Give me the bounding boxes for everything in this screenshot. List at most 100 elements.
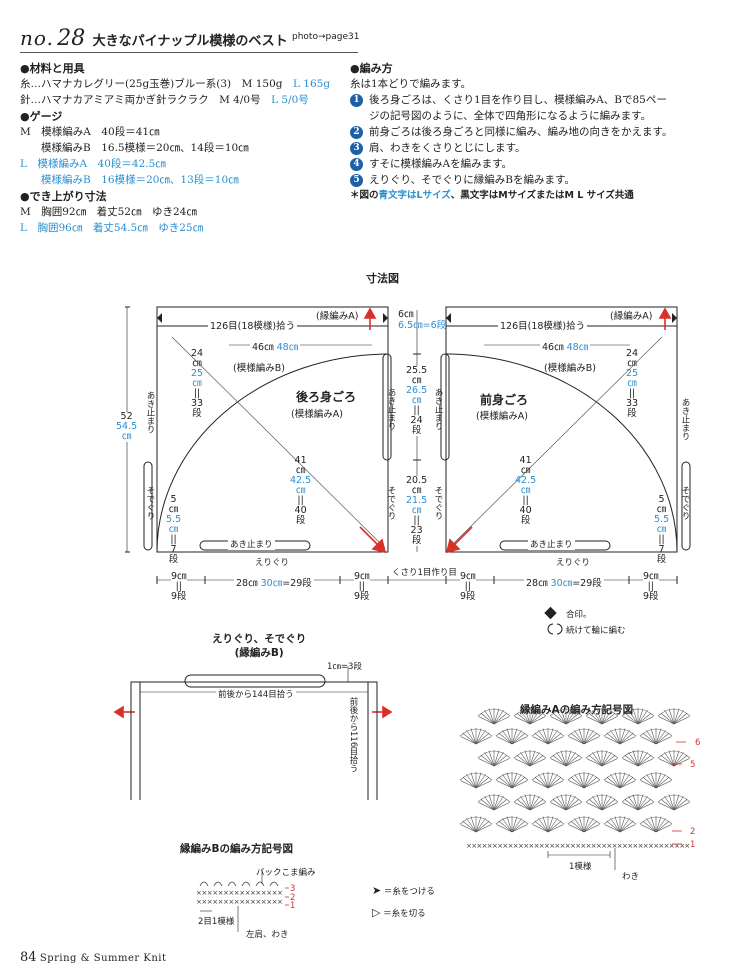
- needle-line: 針…ハマナカアミアミ両かぎ針ラクラク M 4/0号 L 5/0号: [20, 92, 330, 108]
- collar-title-2: (縁編みB): [234, 647, 284, 659]
- fan-shell: [459, 772, 493, 789]
- dim-part: ||: [170, 534, 177, 545]
- back-width: 46㎝ 48㎝: [250, 339, 301, 353]
- dim-part: 21.5: [406, 495, 428, 506]
- front-ake-left: あき止まり: [433, 388, 443, 431]
- dim-part: 24: [191, 348, 204, 359]
- back-top-count: 126目(18模様)拾う: [208, 318, 298, 332]
- chain-x: ×: [554, 842, 560, 850]
- front-eriguri: えりぐり: [556, 558, 591, 568]
- chain-x: ×: [664, 842, 670, 850]
- page-header: no. 28 大きなパイナップル模様のベスト: [20, 26, 350, 51]
- chain-x: ×: [482, 842, 488, 850]
- dim-part: 40: [294, 505, 307, 516]
- dim-part: 26.5: [406, 385, 428, 396]
- dim-part: 7: [170, 544, 177, 555]
- chain-x: ×: [648, 842, 654, 850]
- sc-x: ×: [245, 889, 251, 897]
- dim-part: 5.5: [166, 514, 182, 525]
- fan-shell: [495, 728, 529, 745]
- chain-x: ×: [643, 842, 649, 850]
- sc-x: ×: [272, 898, 278, 906]
- dim-part: ㎝: [656, 504, 667, 515]
- sc-x: ×: [272, 889, 278, 897]
- note-suffix: 、黒文字はMサイズまたはM L サイズ共通: [450, 190, 634, 201]
- dim-eq: ||: [464, 581, 471, 592]
- kusari-label: くさり1目作り目: [392, 568, 457, 578]
- sc-x: ×: [250, 898, 256, 906]
- fan-shell: [639, 816, 673, 833]
- collar-title: えりぐり、そでぐり (縁編みB): [212, 632, 306, 660]
- sc-x: ×: [196, 889, 202, 897]
- fan-shell: [531, 816, 565, 833]
- chart-a-row5: 5: [690, 760, 696, 770]
- chain-x: ×: [575, 842, 581, 850]
- fan-shell: [513, 750, 547, 767]
- dim-part: 54.5: [116, 421, 138, 432]
- dim-part: 33: [191, 398, 204, 409]
- finished-m: M 胸囲92㎝ 着丈52㎝ ゆき24㎝: [20, 206, 197, 218]
- sc-x: ×: [207, 898, 213, 906]
- back-arc: [156, 353, 389, 553]
- chart-b-title: 縁編みBの編み方記号図: [180, 843, 294, 855]
- chain-x: ×: [638, 842, 644, 850]
- dim-part: ||: [628, 388, 636, 399]
- gauge-m-a: M 模様編みA 40段＝41㎝: [20, 126, 160, 138]
- note-blue: 青文字はLサイズ: [378, 190, 451, 201]
- chain-x: ×: [653, 842, 659, 850]
- back-width-m: 46㎝: [252, 342, 274, 353]
- dim-part: ㎝: [168, 524, 179, 535]
- chain-x: ×: [684, 842, 690, 850]
- dim-part: ㎝: [192, 378, 202, 389]
- dim-part: ||: [658, 534, 665, 545]
- back-sodeguri-right: そでぐり: [386, 486, 396, 520]
- sc-x: ×: [234, 898, 240, 906]
- pattern-no-label: no.: [20, 26, 54, 50]
- sc-x: ×: [261, 898, 267, 906]
- back-body-name: 後ろ身ごろ: [296, 390, 357, 404]
- dim-part: ㎝: [656, 524, 667, 535]
- collar-side: 前後から116目拾う: [347, 697, 359, 773]
- chain-x: ×: [560, 842, 566, 850]
- dim-eq: ||: [647, 581, 654, 592]
- dim-9dan: 9段: [643, 591, 659, 602]
- chain-x: ×: [570, 842, 576, 850]
- dim-28: 28㎝: [236, 578, 258, 589]
- dim-part: 25.5: [406, 365, 428, 376]
- sc-x: ×: [207, 889, 213, 897]
- sc-x: ×: [266, 898, 272, 906]
- back-sc-loop: [199, 881, 209, 887]
- chain-x: ×: [612, 842, 618, 850]
- dim-part: 42.5: [290, 475, 312, 486]
- step-number: 1: [350, 93, 363, 107]
- dim-part: 23: [410, 525, 423, 536]
- step-text: えりぐり、そでぐりに縁編みBを編みます。: [369, 174, 575, 186]
- fan-shell: [603, 772, 637, 789]
- dim-part: 段: [295, 515, 306, 526]
- front-sodeguri-right: そでぐり: [680, 486, 690, 520]
- dim-part: 42.5: [515, 475, 537, 486]
- dim-part: 段: [520, 515, 531, 526]
- fan-shell: [567, 772, 601, 789]
- sc-x: ×: [255, 889, 261, 897]
- fan-shell: [657, 794, 691, 811]
- chain-x: ×: [674, 842, 680, 850]
- sc-x: ×: [223, 889, 229, 897]
- note-prefix: ＊図の: [350, 190, 379, 201]
- chain-x: ×: [497, 842, 503, 850]
- step-number: 4: [350, 157, 363, 171]
- back-sodeguri: そでぐり: [145, 486, 155, 520]
- chart-a-row6: 6: [695, 738, 701, 748]
- sc-x: ×: [223, 898, 229, 906]
- chart-b-shoulder: 左肩、わき: [246, 930, 289, 940]
- dim-9cm: 9㎝: [643, 571, 659, 582]
- dim-9dan: 9段: [354, 591, 370, 602]
- back-ake-bottom: あき止まり: [228, 538, 275, 550]
- header-rule: [20, 52, 358, 53]
- chain-x: ×: [492, 842, 498, 850]
